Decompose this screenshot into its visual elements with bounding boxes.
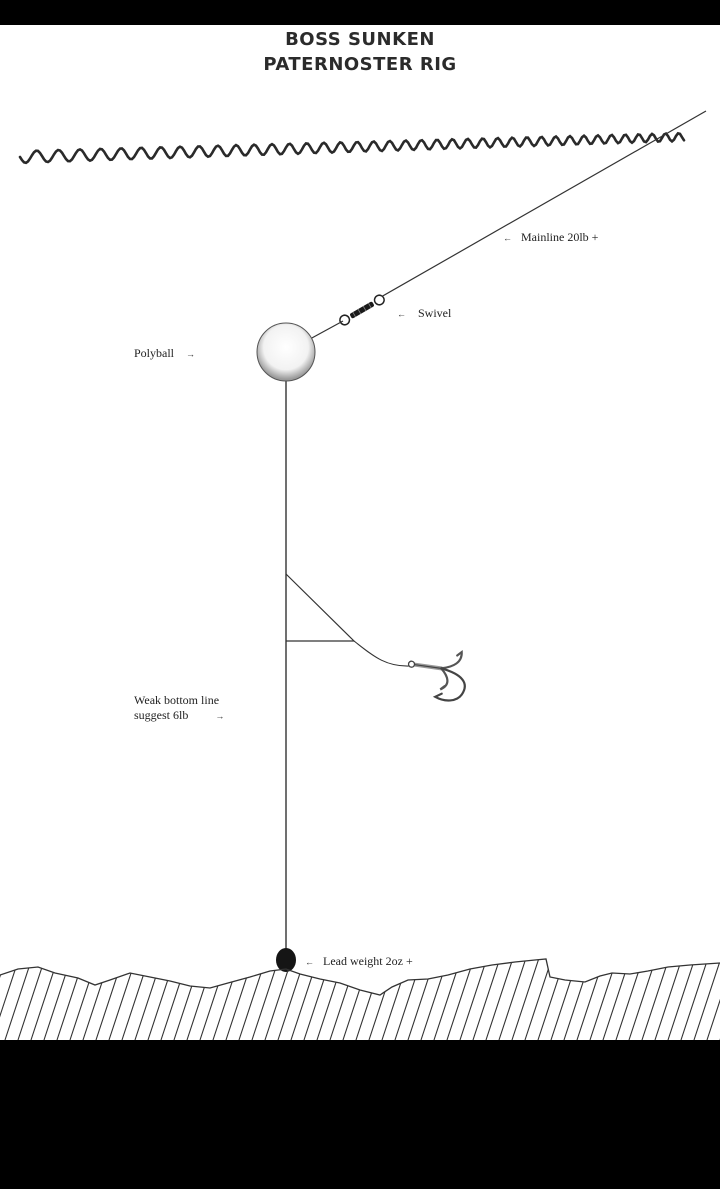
seabed-hatch-line (173, 959, 203, 1040)
paternoster-boom (285, 573, 356, 642)
diagram-title-line-1: BOSS SUNKEN (285, 29, 435, 50)
seabed-hatch-line (82, 959, 112, 1040)
right-arrow-icon: → (186, 349, 196, 359)
swivel-to-polyball-line (309, 320, 344, 340)
seabed-hatch-line (238, 959, 268, 1040)
left-arrow-icon: ← (503, 233, 512, 243)
seabed-hatch-line (433, 959, 463, 1040)
polyball-label: Polyball → (134, 346, 195, 362)
seabed-hatch-line (251, 959, 281, 1040)
rig-drawing (0, 110, 720, 1040)
seabed-hatch-line (199, 959, 229, 1040)
mainline-label-text: Mainline 20lb + (521, 230, 599, 244)
right-arrow-icon: → (215, 711, 225, 721)
seabed-hatch-line (56, 959, 86, 1040)
seabed-hatch-line (550, 959, 580, 1040)
seabed-hatch-line (654, 959, 684, 1040)
bottom-black-bar (0, 1040, 720, 1189)
seabed-hatch-line (43, 959, 73, 1040)
seabed-hatch-line (602, 959, 632, 1040)
seabed-hatch-line (472, 959, 502, 1040)
seabed-hatch-line (641, 959, 671, 1040)
seabed-hatch-line (147, 959, 177, 1040)
polyball-label-text: Polyball (134, 346, 175, 360)
seabed-hatch-line (511, 959, 541, 1040)
seabed-hatch-line (563, 959, 593, 1040)
seabed-outline (0, 958, 720, 996)
seabed-hatch-line (0, 959, 21, 1040)
mainline-label: ← Mainline 20lb + (503, 230, 598, 246)
mainline (380, 110, 707, 298)
seabed-hatch-line (498, 959, 528, 1040)
seabed-hatch-line (628, 959, 658, 1040)
swivel-label: ← Swivel (397, 306, 451, 322)
lead-weight (276, 948, 296, 972)
treble-hook (407, 649, 466, 702)
top-black-bar (0, 0, 720, 25)
seabed-hatch-line (667, 959, 697, 1040)
seabed-hatch-line (4, 959, 34, 1040)
seabed-hatch-line (160, 959, 190, 1040)
water-surface-wave (18, 131, 686, 165)
weak-line-label-line-1: Weak bottom line (134, 693, 220, 707)
seabed-hatch-line (69, 959, 99, 1040)
seabed-hatch-line (615, 959, 645, 1040)
swivel-label-text: Swivel (418, 306, 452, 320)
seabed-hatch-line (589, 959, 619, 1040)
seabed-hatch-line (537, 959, 567, 1040)
weak-line-label-line-2-text: suggest 6lb (134, 708, 189, 722)
lead-weight-label: ← Lead weight 2oz + (305, 954, 413, 970)
seabed-hatch-line (459, 959, 489, 1040)
seabed-hatch-line (693, 959, 720, 1040)
weak-line-label-line-2: suggest 6lb → (134, 708, 224, 724)
seabed-hatch-line (524, 959, 554, 1040)
seabed-hatch-line (212, 959, 242, 1040)
seabed-hatch-line (485, 959, 515, 1040)
seabed-hatch-line (17, 959, 47, 1040)
seabed-hatch-line (121, 959, 151, 1040)
left-arrow-icon: ← (305, 957, 314, 967)
rig-diagram-canvas: BOSS SUNKEN PATERNOSTER RIG (0, 25, 720, 1040)
polyball (256, 322, 316, 382)
hook-snood (353, 640, 411, 667)
seabed-hatch-line (186, 959, 216, 1040)
swivel (339, 294, 385, 326)
weak-line-label: Weak bottom line suggest 6lb → (134, 693, 224, 724)
seabed-hatch-line (108, 959, 138, 1040)
seabed-hatch-line (446, 959, 476, 1040)
diagram-title-line-2: PATERNOSTER RIG (263, 54, 457, 75)
seabed-hatch-line (225, 959, 255, 1040)
seabed-hatch-line (576, 959, 606, 1040)
seabed-hatch-line (680, 959, 710, 1040)
seabed-hatch-line (706, 959, 720, 1040)
seabed-hatch-line (134, 959, 164, 1040)
lead-weight-label-text: Lead weight 2oz + (323, 954, 413, 968)
seabed-hatch-line (420, 959, 450, 1040)
left-arrow-icon: ← (397, 309, 406, 319)
seabed-hatch-line (95, 959, 125, 1040)
